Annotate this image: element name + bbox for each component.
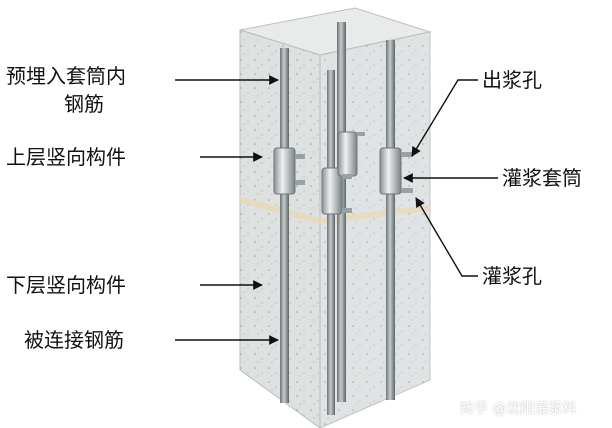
grout-port <box>401 152 413 157</box>
grout-sleeves <box>273 131 413 215</box>
label-embedded-rebar-line1: 预埋入套筒内 <box>6 64 126 88</box>
grout-port <box>342 208 352 213</box>
grout-port <box>295 180 305 185</box>
label-embedded-rebar-line2: 钢筋 <box>64 92 104 116</box>
label-grout-sleeve: 灌浆套筒 <box>502 166 582 190</box>
rebar <box>327 70 335 415</box>
label-grout-outlet: 出浆孔 <box>482 68 542 92</box>
grout-port <box>295 154 305 159</box>
watermark: 知乎 @沈阳灌浆料 <box>460 401 577 417</box>
rebar <box>280 48 289 403</box>
grout-sleeve-shape <box>321 167 343 215</box>
leader-grout-outlet <box>411 79 478 157</box>
grout-port <box>357 132 365 136</box>
grout-sleeve-shape <box>379 147 402 195</box>
column-side-face <box>319 31 431 428</box>
label-connected-rebar: 被连接钢筋 <box>24 328 124 352</box>
leader-lines <box>175 75 498 345</box>
grout-port <box>401 188 413 193</box>
grout-port <box>342 174 352 179</box>
grout-sleeve-shape <box>337 131 358 177</box>
leader-grout-inlet <box>415 197 478 277</box>
label-lower-member: 下层竖向构件 <box>6 273 126 297</box>
label-upper-member: 上层竖向构件 <box>6 145 126 169</box>
label-grout-inlet: 灌浆孔 <box>482 264 542 288</box>
grout-sleeve-shape <box>273 147 296 195</box>
rebar <box>386 40 395 400</box>
